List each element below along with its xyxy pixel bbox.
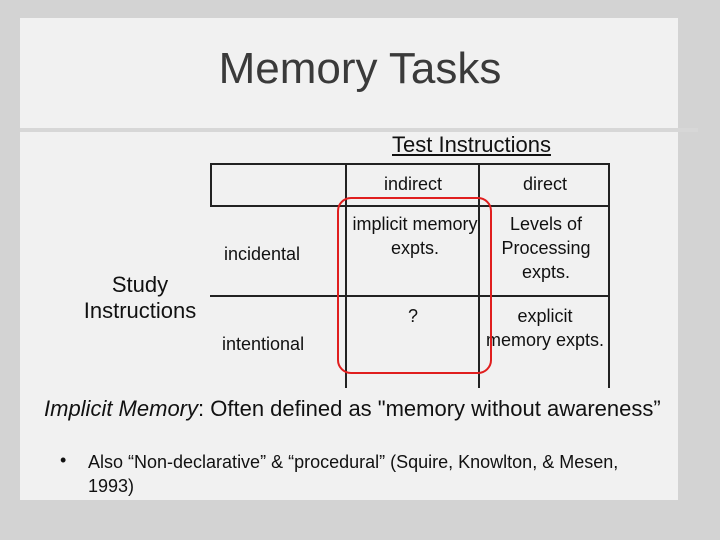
table-top-border — [210, 163, 610, 165]
table-header-divider — [210, 205, 610, 207]
table-left-border — [210, 163, 212, 205]
column-header-indirect: indirect — [383, 174, 443, 194]
study-instructions-label: Study Instructions — [83, 272, 197, 323]
bullet-text: Also “Non-declarative” & “procedural” (S… — [88, 452, 619, 496]
definition-term: Implicit Memory — [44, 396, 199, 421]
table-right-border — [608, 163, 610, 388]
column-header-direct: direct — [522, 174, 567, 194]
table-row-divider — [210, 295, 610, 297]
cell-intentional-direct: explicit memory expts. — [485, 306, 605, 350]
cell-intentional-indirect: ? — [407, 306, 418, 326]
test-instructions-label: Test Instructions — [392, 132, 551, 157]
title-divider — [20, 128, 698, 132]
row-label-intentional: intentional — [222, 334, 305, 354]
definition-text: : Often defined as "memory without aware… — [198, 396, 661, 421]
slide-background — [20, 18, 678, 500]
row-label-incidental: incidental — [224, 244, 301, 264]
table-column-divider — [478, 163, 480, 388]
cell-incidental-indirect: implicit memory expts. — [352, 214, 478, 258]
definition-paragraph: Implicit Memory: Often defined as "memor… — [44, 396, 664, 422]
slide-title: Memory Tasks — [218, 44, 502, 93]
cell-incidental-direct: Levels of Processing expts. — [501, 214, 591, 282]
bullet-marker: • — [60, 450, 67, 470]
table-label-divider — [345, 163, 347, 388]
highlight-implicit-column — [337, 197, 492, 374]
